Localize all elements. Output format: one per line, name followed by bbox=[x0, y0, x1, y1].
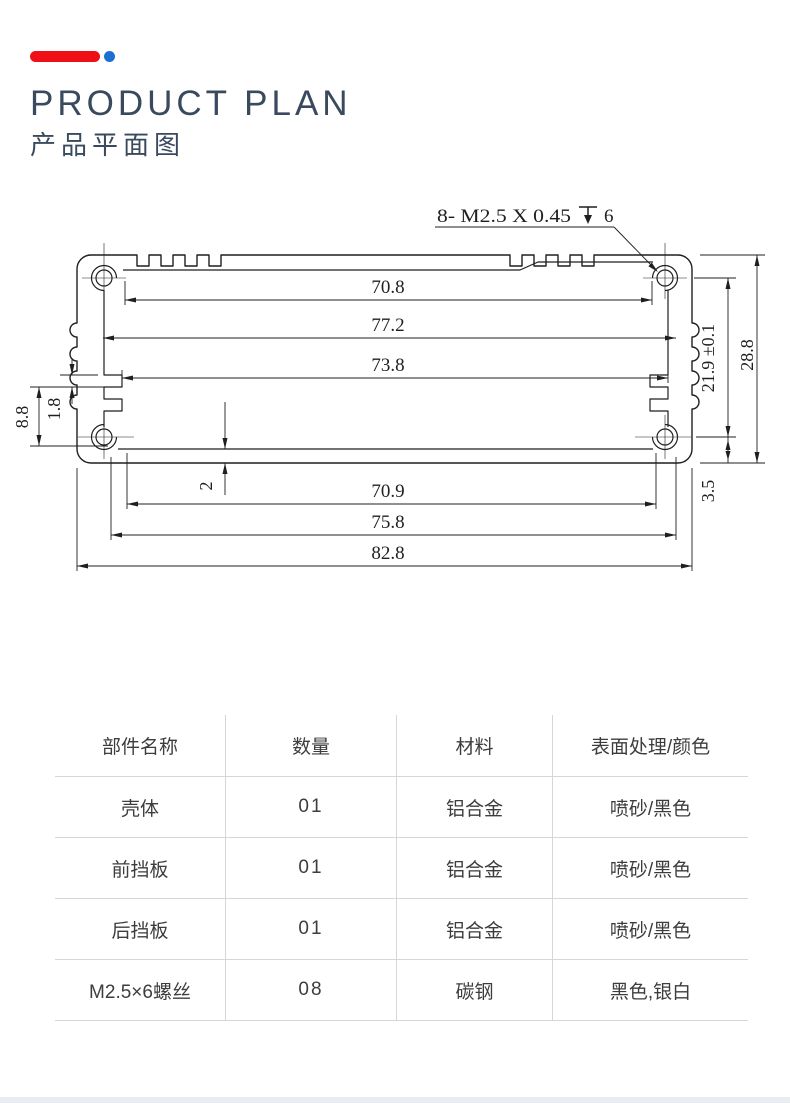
table-cell-part-name: M2.5×6螺丝 bbox=[55, 960, 225, 1021]
table-cell-quantity: 08 bbox=[225, 960, 396, 1021]
page-subtitle: 产品平面图 bbox=[30, 130, 186, 160]
dim-label-wall-thickness: 2 bbox=[196, 482, 216, 491]
dim-label-bottom-width-1: 70.9 bbox=[371, 481, 404, 502]
dimension-arrowheads bbox=[36, 215, 760, 569]
page-title: PRODUCT PLAN bbox=[30, 84, 352, 123]
dim-label-top-width-3: 73.8 bbox=[371, 355, 404, 376]
column-header-finish-color: 表面处理/颜色 bbox=[552, 715, 748, 777]
table-cell-finish: 黑色,银白 bbox=[552, 960, 748, 1021]
table-cell-finish: 喷砂/黑色 bbox=[552, 777, 748, 838]
dim-label-overall-width: 82.8 bbox=[371, 543, 404, 564]
column-header-material: 材料 bbox=[396, 715, 552, 777]
header-accent bbox=[30, 50, 352, 62]
thread-callout-label: 8- M2.5 X 0.45 bbox=[437, 206, 571, 227]
thread-callout-depth-value: 6 bbox=[604, 206, 614, 227]
table-cell-part-name: 壳体 bbox=[55, 777, 225, 838]
red-accent-bar-icon bbox=[30, 50, 100, 62]
boss-centerlines bbox=[78, 243, 691, 459]
table-cell-quantity: 01 bbox=[225, 838, 396, 899]
dim-label-right-height-inner: 21.9 ±0.1 bbox=[698, 324, 718, 392]
dim-label-left-height-inner: 1.8 bbox=[44, 398, 64, 421]
table-cell-finish: 喷砂/黑色 bbox=[552, 838, 748, 899]
table-cell-quantity: 01 bbox=[225, 899, 396, 960]
enclosure-profile-outline bbox=[69, 254, 700, 464]
table-cell-finish: 喷砂/黑色 bbox=[552, 899, 748, 960]
table-cell-quantity: 01 bbox=[225, 777, 396, 838]
column-header-quantity: 数量 bbox=[225, 715, 396, 777]
dim-label-top-width-1: 70.8 bbox=[371, 277, 404, 298]
table-cell-material: 铝合金 bbox=[396, 899, 552, 960]
dim-label-bottom-width-2: 75.8 bbox=[371, 512, 404, 533]
footer-accent-strip bbox=[0, 1097, 790, 1103]
table-cell-part-name: 前挡板 bbox=[55, 838, 225, 899]
dim-label-base-height: 3.5 bbox=[698, 480, 718, 503]
technical-drawing: 70.8 77.2 73.8 70.9 75.8 82.8 8.8 1.8 21… bbox=[8, 195, 768, 580]
table-cell-part-name: 后挡板 bbox=[55, 899, 225, 960]
column-header-part-name: 部件名称 bbox=[55, 715, 225, 777]
table-cell-material: 铝合金 bbox=[396, 777, 552, 838]
depth-symbol-icon bbox=[579, 206, 597, 216]
enclosure-inner-walls bbox=[103, 261, 669, 450]
dim-label-overall-height: 28.8 bbox=[737, 339, 757, 371]
table-cell-material: 碳钢 bbox=[396, 960, 552, 1021]
dim-label-left-height-outer: 8.8 bbox=[12, 406, 32, 429]
dimension-lines bbox=[30, 206, 765, 571]
parts-table: 部件名称 数量 材料 表面处理/颜色 壳体 01 铝合金 喷砂/黑色 前挡板 0… bbox=[55, 715, 748, 1021]
table-cell-material: 铝合金 bbox=[396, 838, 552, 899]
page-header: PRODUCT PLAN 产品平面图 bbox=[30, 50, 352, 161]
blue-accent-dot-icon bbox=[104, 50, 115, 62]
dim-label-top-width-2: 77.2 bbox=[371, 315, 404, 336]
